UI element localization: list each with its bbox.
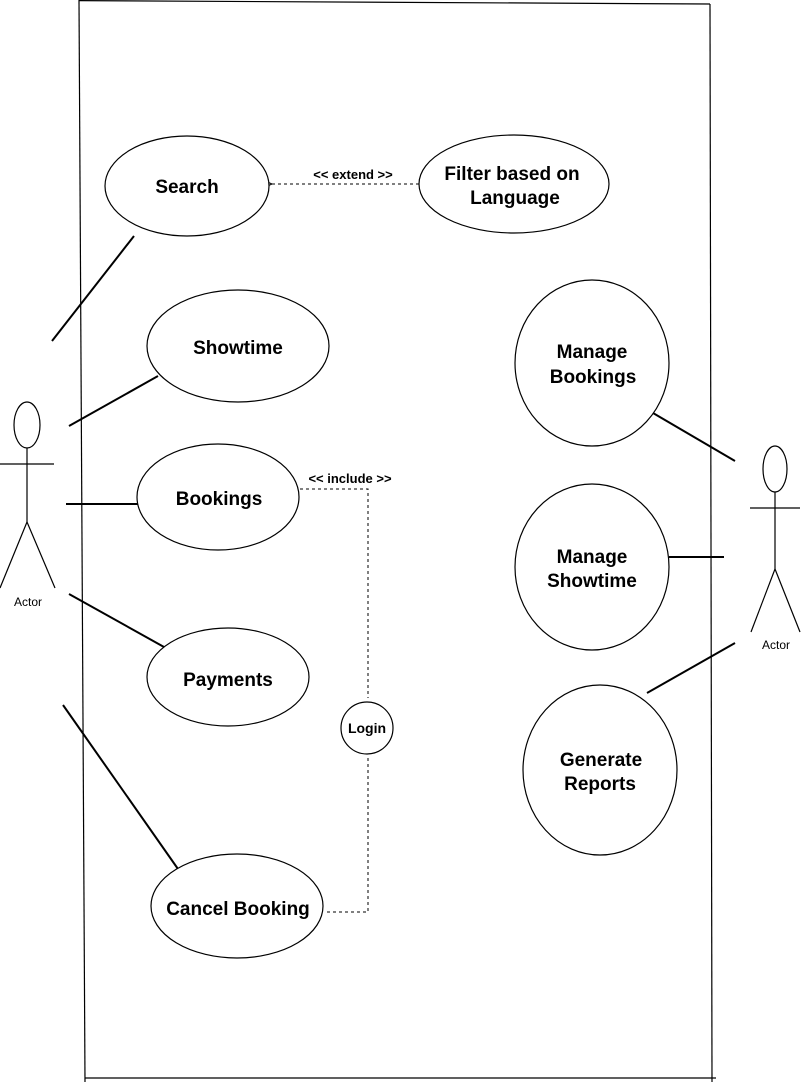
actor-head bbox=[762, 445, 788, 493]
use-case-generate-reports: Generate Reports bbox=[522, 684, 678, 856]
assoc-showtime bbox=[68, 375, 159, 427]
use-case-showtime-label: Showtime bbox=[193, 338, 283, 359]
extend-label: << extend >> bbox=[313, 167, 393, 182]
use-case-filter-language-line1: Filter based on bbox=[444, 164, 579, 185]
assoc-search bbox=[51, 235, 135, 342]
actor-left-leg bbox=[750, 568, 776, 633]
use-case-manage-bookings-line1: Manage bbox=[557, 342, 628, 363]
use-case-manage-showtime-line2: Showtime bbox=[547, 571, 637, 592]
use-case-search-label: Search bbox=[155, 177, 218, 198]
use-case-filter-language: Filter based on Language bbox=[418, 134, 610, 234]
include-line-lower bbox=[324, 758, 369, 913]
extend-relation: << extend >> bbox=[272, 167, 419, 184]
use-case-manage-showtime-line1: Manage bbox=[557, 547, 628, 568]
assoc-cancel-booking bbox=[62, 704, 179, 870]
use-case-login: Login bbox=[340, 701, 394, 755]
use-case-payments-label: Payments bbox=[183, 670, 273, 691]
use-case-payments: Payments bbox=[146, 627, 310, 727]
use-case-generate-reports-line1: Generate bbox=[560, 750, 642, 771]
assoc-manage-bookings bbox=[652, 412, 736, 462]
actor-right-leg bbox=[26, 521, 56, 589]
use-case-manage-bookings: Manage Bookings bbox=[514, 279, 670, 447]
use-case-bookings-label: Bookings bbox=[176, 489, 263, 510]
use-case-manage-showtime: Manage Showtime bbox=[514, 483, 670, 651]
use-case-search: Search bbox=[104, 135, 270, 237]
actor-right-leg bbox=[774, 568, 801, 633]
admin-actor: Actor bbox=[750, 445, 801, 652]
use-case-generate-reports-line2: Reports bbox=[564, 774, 636, 795]
use-case-cancel-booking-label: Cancel Booking bbox=[166, 899, 310, 920]
use-case-login-label: Login bbox=[348, 720, 386, 736]
include-relation: << include >> bbox=[300, 471, 392, 913]
use-case-bookings: Bookings bbox=[136, 443, 300, 551]
include-line-upper bbox=[300, 488, 369, 698]
use-case-filter-language-line2: Language bbox=[470, 188, 560, 209]
actor-head bbox=[13, 401, 41, 449]
use-case-showtime: Showtime bbox=[146, 289, 330, 403]
assoc-generate-reports bbox=[646, 642, 736, 694]
actor-left-leg bbox=[0, 521, 28, 589]
include-label: << include >> bbox=[308, 471, 392, 486]
system-boundary bbox=[78, 0, 716, 1082]
assoc-payments bbox=[68, 593, 165, 648]
customer-actor-label: Actor bbox=[14, 595, 42, 609]
customer-actor: Actor bbox=[0, 401, 56, 609]
associations bbox=[51, 235, 736, 870]
use-case-manage-bookings-line2: Bookings bbox=[550, 367, 637, 388]
use-case-cancel-booking: Cancel Booking bbox=[150, 853, 324, 959]
admin-actor-label: Actor bbox=[762, 638, 790, 652]
